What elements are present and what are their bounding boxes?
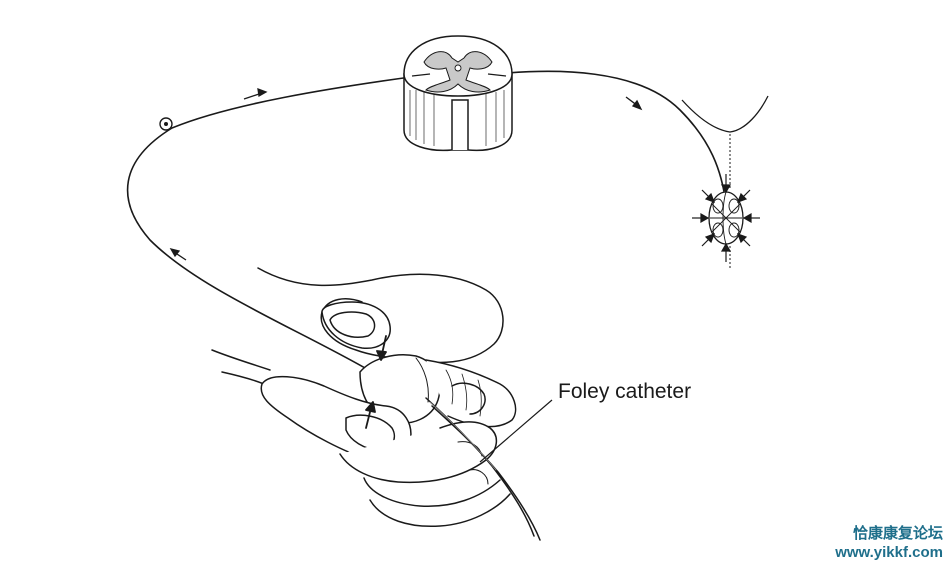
afferent-nerve-path <box>126 75 419 373</box>
penile-shaft <box>425 359 517 428</box>
catheter-label: Foley catheter <box>558 380 691 403</box>
arrow-afferent-upper <box>243 88 268 100</box>
foley-catheter <box>425 397 541 541</box>
gray-matter <box>423 51 493 93</box>
arrow-efferent <box>625 96 643 111</box>
contraction-arrows <box>692 174 760 262</box>
direction-arrows <box>169 88 643 261</box>
reflex-arc <box>126 70 727 373</box>
lower-forearm <box>211 349 271 385</box>
efferent-nerve-path <box>477 70 727 206</box>
watermark-cn: 恰康康复论坛 <box>853 524 943 542</box>
lower-fingers <box>339 421 498 484</box>
ganglion <box>159 117 173 131</box>
anal-sphincter <box>681 95 769 268</box>
upper-thumbnail <box>329 311 376 338</box>
watermark: 恰康康复论坛 www.yikkf.com <box>834 524 943 561</box>
watermark-url: www.yikkf.com <box>834 544 943 561</box>
spinal-cord-segment <box>403 35 513 152</box>
arrow-afferent-lower <box>169 247 187 261</box>
buttocks-outline <box>681 95 769 133</box>
catheter-leader-line <box>479 399 553 463</box>
hands-illustration <box>211 267 541 541</box>
squeeze-arrows <box>365 335 387 429</box>
